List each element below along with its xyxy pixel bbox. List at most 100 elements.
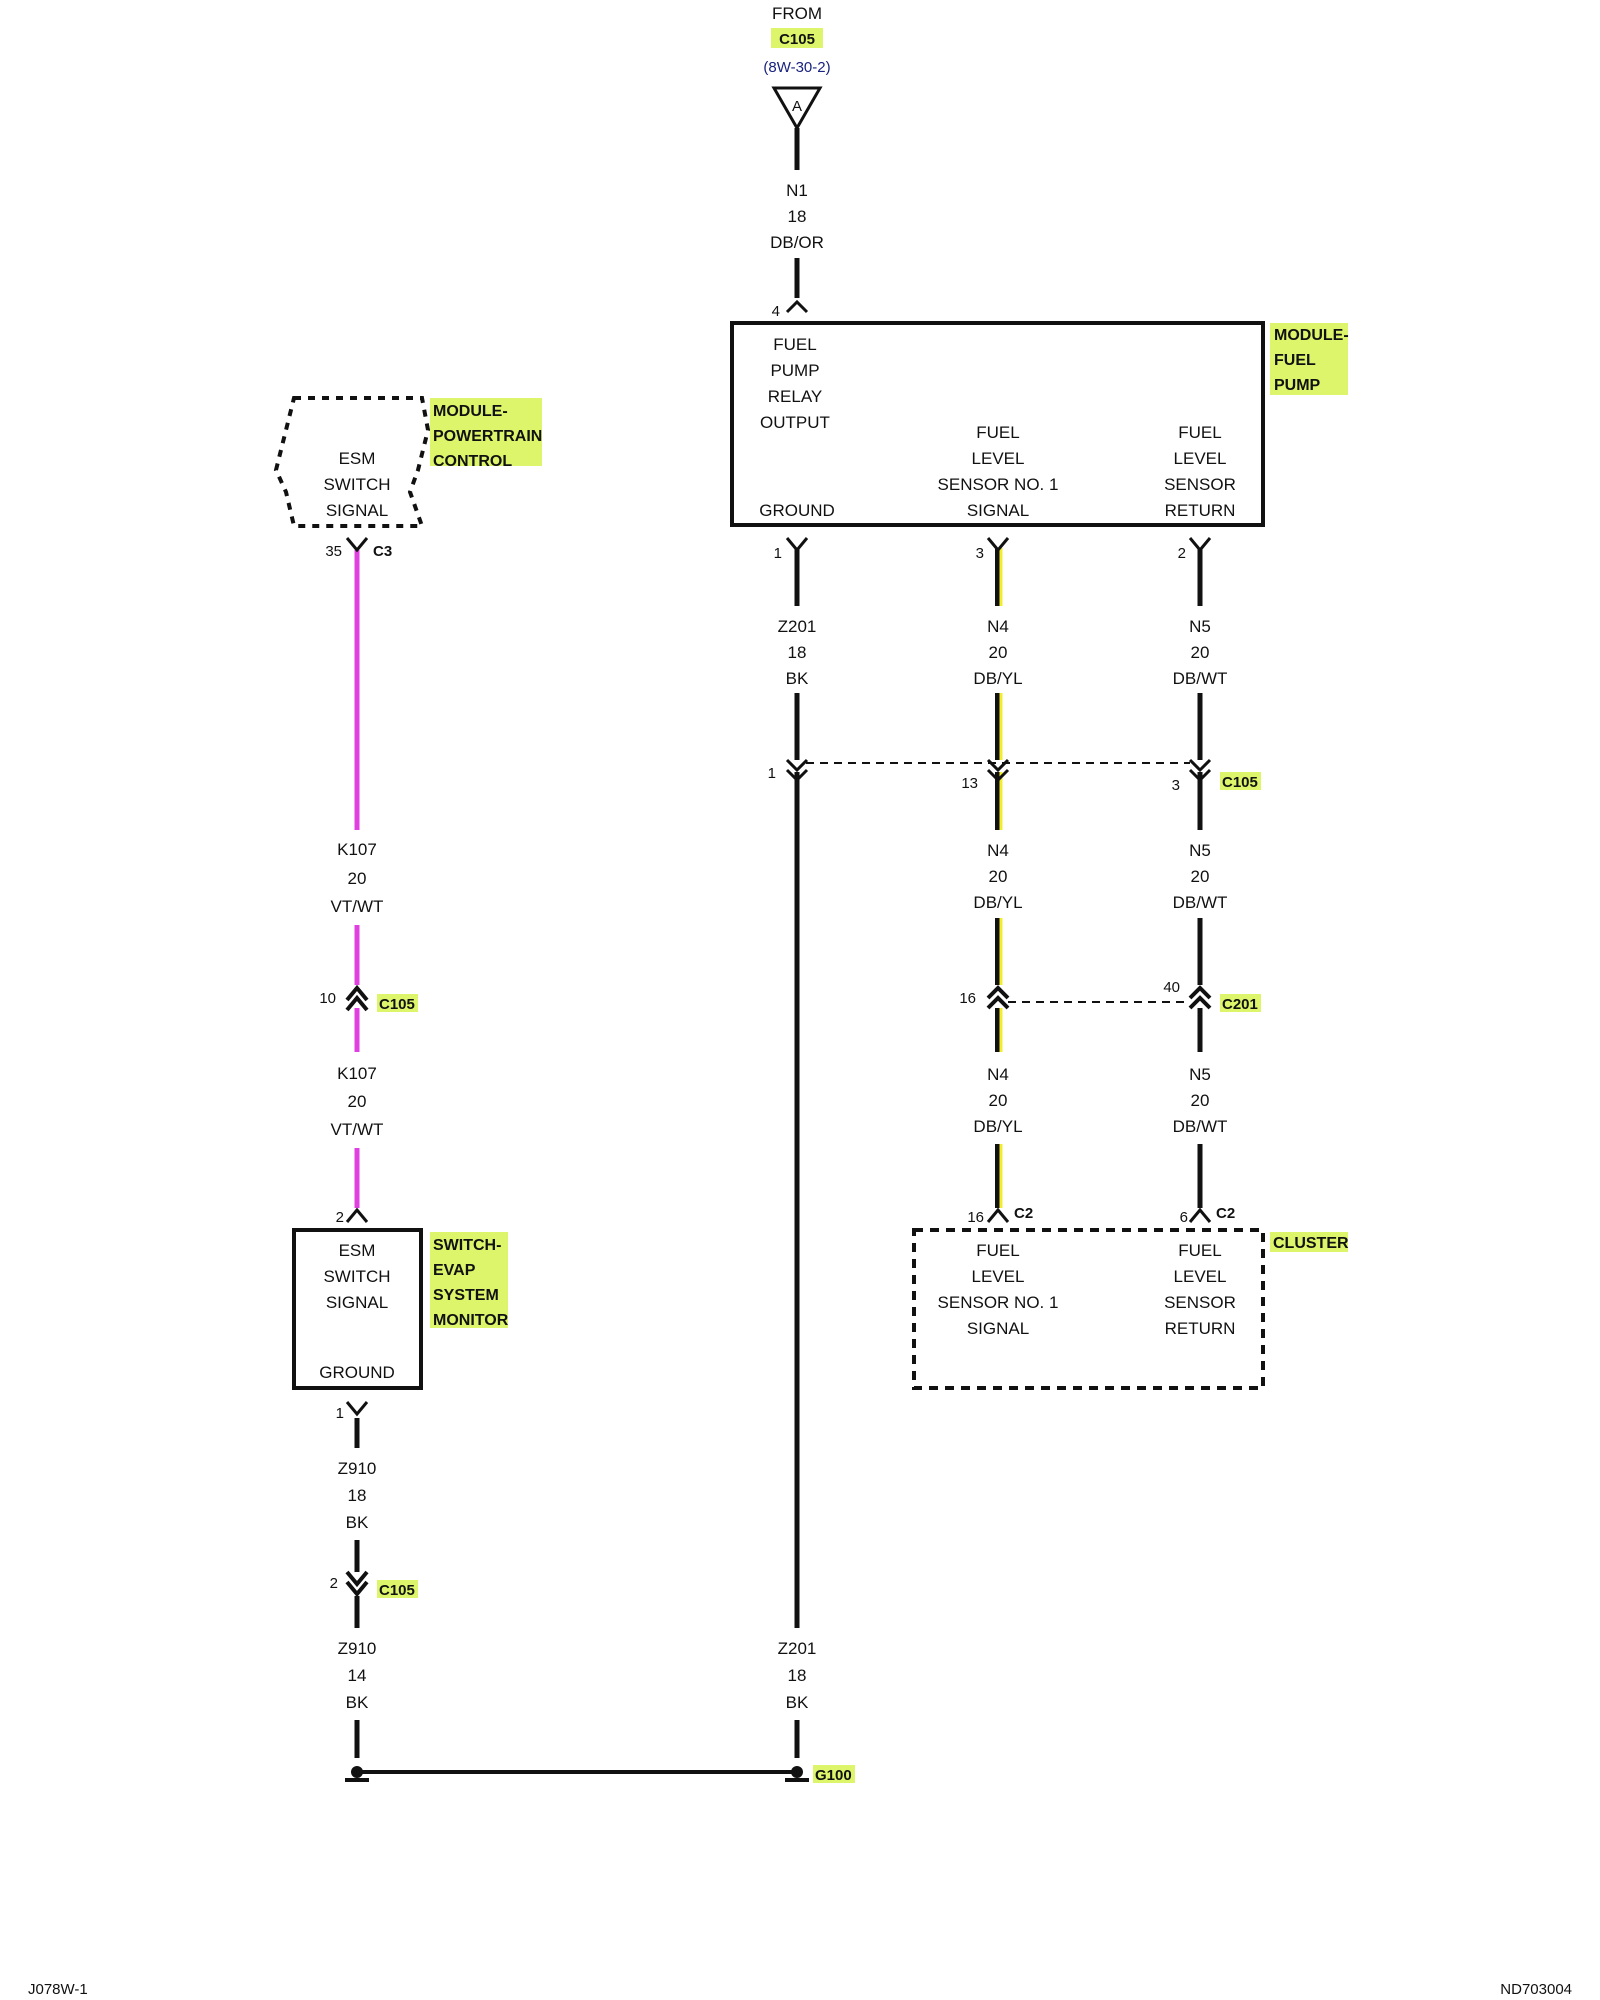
wire-label-n1: N1 18 DB/OR [770, 181, 824, 252]
pcm-label-highlight [430, 398, 542, 466]
svg-text:N5: N5 [1189, 1065, 1211, 1084]
svg-text:20: 20 [989, 643, 1008, 662]
instrument-cluster: 16 C2 6 C2 CLUSTER FUEL LEVEL SENSOR NO.… [912, 1205, 1349, 1390]
relay-output-1: FUEL [773, 335, 816, 354]
c105-z910-lower-chevron-icon [345, 1580, 369, 1598]
wire-label-n4-1: N4 20 DB/YL [973, 617, 1022, 688]
cluster-signal-1: FUEL [976, 1241, 1019, 1260]
wires [354, 128, 1203, 1774]
svg-text:Z910: Z910 [338, 1459, 377, 1478]
pcm-pin: 35 [325, 543, 342, 560]
svg-text:Z201: Z201 [778, 1639, 817, 1658]
fuel-pump-module-name-3: PUMP [1274, 377, 1321, 394]
cluster-connector-signal: C2 [1014, 1205, 1033, 1222]
cluster-return-1: FUEL [1178, 1241, 1221, 1260]
wire-label-n5-2: N5 20 DB/WT [1173, 841, 1228, 912]
svg-text:BK: BK [786, 669, 809, 688]
ground-splice-left-icon [351, 1766, 363, 1778]
svg-text:18: 18 [348, 1486, 367, 1505]
wire-label-n5-1: N5 20 DB/WT [1173, 617, 1228, 688]
pin-3-terminal-icon [986, 537, 1010, 553]
svg-text:2: 2 [330, 1575, 338, 1592]
svg-text:13: 13 [961, 775, 978, 792]
svg-text:18: 18 [788, 207, 807, 226]
wire-label-z201-lower: Z201 18 BK [778, 1639, 817, 1712]
pin-35-terminal-icon [345, 537, 369, 553]
pcm-name-3: CONTROL [433, 453, 512, 470]
svg-text:BK: BK [786, 1693, 809, 1712]
pin-1-terminal-icon [345, 1401, 369, 1417]
pin-16-terminal-icon [986, 1207, 1010, 1223]
c105-k107-lower-chevron-icon [345, 994, 369, 1012]
footer-left-code: J078W-1 [28, 1981, 88, 1998]
ground-name: G100 [815, 1767, 852, 1784]
wire-label-z201-upper: Z201 18 BK [778, 617, 817, 688]
svg-text:20: 20 [989, 867, 1008, 886]
cluster-partial-box [912, 1228, 1265, 1390]
svg-text:20: 20 [1191, 867, 1210, 886]
evap-ground-pin: 1 [336, 1405, 344, 1422]
ground-g100: G100 [345, 1765, 855, 1784]
pin-6-terminal-icon [1188, 1207, 1212, 1223]
fuel-pump-module-label-highlight [1270, 323, 1348, 395]
svg-text:DB/WT: DB/WT [1173, 669, 1228, 688]
module-signal-3: SENSOR NO. 1 [938, 475, 1059, 494]
module-pin-ground: 1 [774, 545, 782, 562]
c105-k107-upper-chevron-icon [345, 984, 369, 1002]
evap-signal-2: SWITCH [323, 1267, 390, 1286]
fuel-pump-module: 4 MODULE- FUEL PUMP FUEL PUMP RELAY OUTP… [730, 299, 1349, 562]
connector-c105-z910: 2 C105 [330, 1570, 418, 1599]
pcm-signal-2: SWITCH [323, 475, 390, 494]
powertrain-control-module: MODULE- POWERTRAIN CONTROL ESM SWITCH SI… [273, 396, 542, 560]
svg-text:DB/WT: DB/WT [1173, 893, 1228, 912]
pin-4: 4 [772, 303, 780, 320]
svg-text:3: 3 [1172, 777, 1180, 794]
svg-text:20: 20 [348, 1092, 367, 1111]
svg-text:DB/YL: DB/YL [973, 1117, 1022, 1136]
module-pin-return: 2 [1178, 545, 1186, 562]
connector-c105-k107: 10 C105 [319, 984, 418, 1013]
svg-text:N1: N1 [786, 181, 808, 200]
evap-input-pin: 2 [336, 1209, 344, 1226]
svg-text:DB/OR: DB/OR [770, 233, 824, 252]
svg-text:DB/WT: DB/WT [1173, 1117, 1228, 1136]
svg-text:C105: C105 [379, 996, 415, 1013]
svg-text:N4: N4 [987, 841, 1009, 860]
svg-text:1: 1 [768, 765, 776, 782]
pin-4-terminal-icon [785, 299, 809, 314]
svg-text:20: 20 [1191, 643, 1210, 662]
svg-text:20: 20 [989, 1091, 1008, 1110]
relay-output-3: RELAY [768, 387, 823, 406]
module-signal-4: SIGNAL [967, 501, 1029, 520]
wire-label-n5-3: N5 20 DB/WT [1173, 1065, 1228, 1136]
module-ground-label: GROUND [759, 501, 835, 520]
wire-label-z910-upper: Z910 18 BK [338, 1459, 377, 1532]
svg-text:BK: BK [346, 1513, 369, 1532]
pin-2-terminal-icon [345, 1207, 369, 1223]
evap-name-4: MONITOR [433, 1312, 509, 1329]
module-signal-2: LEVEL [972, 449, 1025, 468]
fuel-pump-module-name-2: FUEL [1274, 352, 1316, 369]
svg-text:Z201: Z201 [778, 617, 817, 636]
svg-text:C201: C201 [1222, 996, 1258, 1013]
page-reference-link[interactable]: (8W-30-2) [763, 59, 830, 76]
wire-label-k107-lower: K107 20 VT/WT [331, 1064, 384, 1139]
cluster-pin-return: 6 [1180, 1209, 1188, 1226]
svg-text:N5: N5 [1189, 617, 1211, 636]
wire-label-z910-lower: Z910 14 BK [338, 1639, 377, 1712]
cluster-return-4: RETURN [1165, 1319, 1236, 1338]
module-pin-signal: 3 [976, 545, 984, 562]
svg-text:20: 20 [1191, 1091, 1210, 1110]
svg-text:C105: C105 [1222, 774, 1258, 791]
pcm-partial-box [273, 396, 431, 528]
svg-text:N5: N5 [1189, 841, 1211, 860]
pcm-signal-1: ESM [339, 449, 376, 468]
svg-text:C105: C105 [379, 1582, 415, 1599]
c105-z910-upper-chevron-icon [345, 1570, 369, 1588]
pcm-name-2: POWERTRAIN [433, 428, 542, 445]
cluster-signal-4: SIGNAL [967, 1319, 1029, 1338]
svg-text:N4: N4 [987, 1065, 1009, 1084]
cluster-return-3: SENSOR [1164, 1293, 1236, 1312]
footer-right-code: ND703004 [1500, 1981, 1572, 1998]
